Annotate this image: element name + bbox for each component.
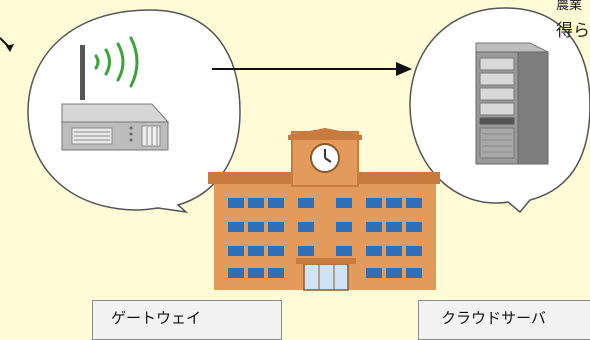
school-building-icon [208,128,440,291]
incoming-arrow-icon [0,37,14,52]
arrow-right-icon [212,62,412,76]
clock-icon [310,143,340,173]
router-icon [61,45,170,151]
corner-text-line1: 農業 [556,0,583,13]
wifi-signal-icon [94,36,139,88]
server-tower-icon [475,42,549,165]
diagram-canvas [0,7,590,291]
corner-text-line2: 得ら [556,21,590,41]
gateway-label: ゲートウェイ [92,300,282,340]
cloud-server-label: クラウドサーバ [418,300,590,340]
